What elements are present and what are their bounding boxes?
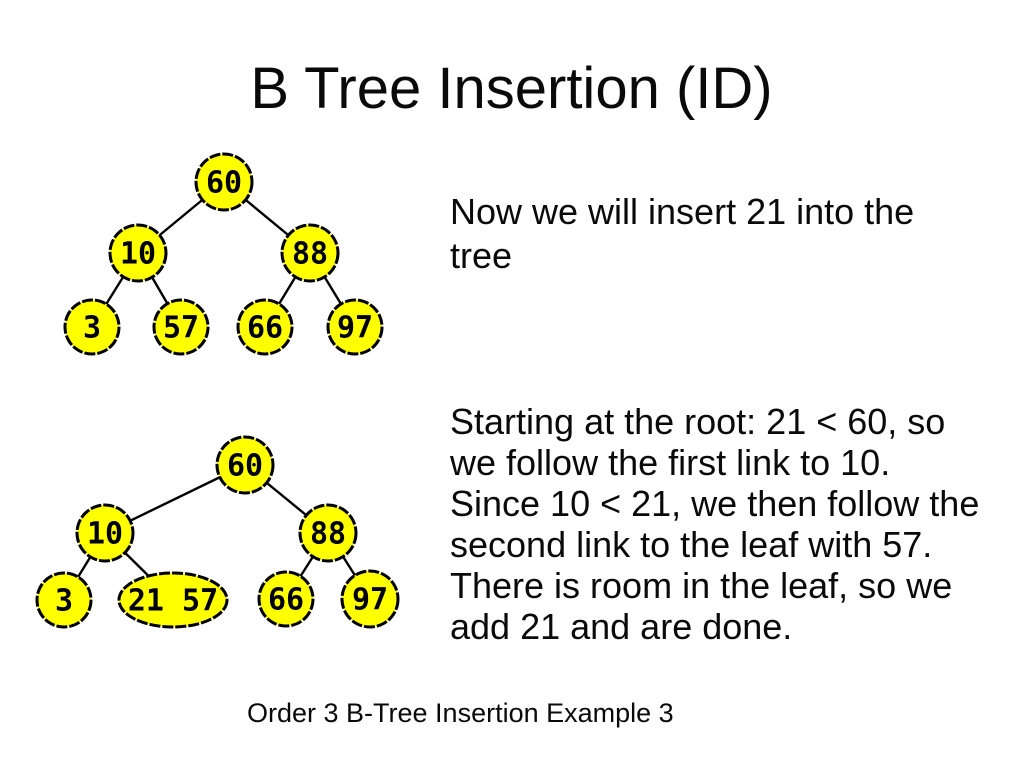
tree-node-circle <box>236 298 294 356</box>
insert-note-text: Now we will insert 21 into the tree <box>450 191 915 276</box>
slide-title: B Tree Insertion (ID) <box>250 56 773 121</box>
tree-node-circle <box>117 571 229 629</box>
tree-node-label: 88 <box>292 237 328 272</box>
tree-node-circle <box>298 503 358 563</box>
tree-node-label: 60 <box>227 449 263 484</box>
tree-node-label: 3 <box>55 584 73 619</box>
tree-node-label: 88 <box>310 517 346 552</box>
tree-node-circle <box>280 223 340 283</box>
tree-node-circle <box>340 569 400 629</box>
tree-node-label: 10 <box>87 517 123 552</box>
tree-node-circle <box>63 298 121 356</box>
tree-node-circle <box>108 223 168 283</box>
tree-node-circle <box>35 571 93 629</box>
tree-node-circle <box>215 435 275 495</box>
tree-node-label: 97 <box>352 583 388 618</box>
btree-before-insert: 60 10 88 3 57 66 97 <box>63 152 384 356</box>
tree-node-circle <box>257 570 315 628</box>
btree-after-insert: 60 10 88 3 21 57 66 97 <box>35 435 400 629</box>
tree-node-label: 66 <box>247 311 283 346</box>
tree-node-label: 57 <box>163 311 199 346</box>
tree-node-circle <box>194 152 254 212</box>
traversal-explanation-text: Starting at the root: 21 < 60, so we fol… <box>450 401 980 647</box>
tree-node-label: 3 <box>83 311 101 346</box>
tree-node-label: 21 57 <box>128 584 218 619</box>
tree-node-label: 97 <box>337 311 373 346</box>
tree-node-label: 10 <box>120 237 156 272</box>
tree-node-label: 60 <box>206 166 242 201</box>
tree-node-circle <box>75 503 135 563</box>
tree-node-label: 66 <box>268 583 304 618</box>
tree-node-circle <box>152 298 210 356</box>
slide-footer-caption: Order 3 B-Tree Insertion Example 3 <box>247 698 674 728</box>
tree-node-circle <box>326 298 384 356</box>
